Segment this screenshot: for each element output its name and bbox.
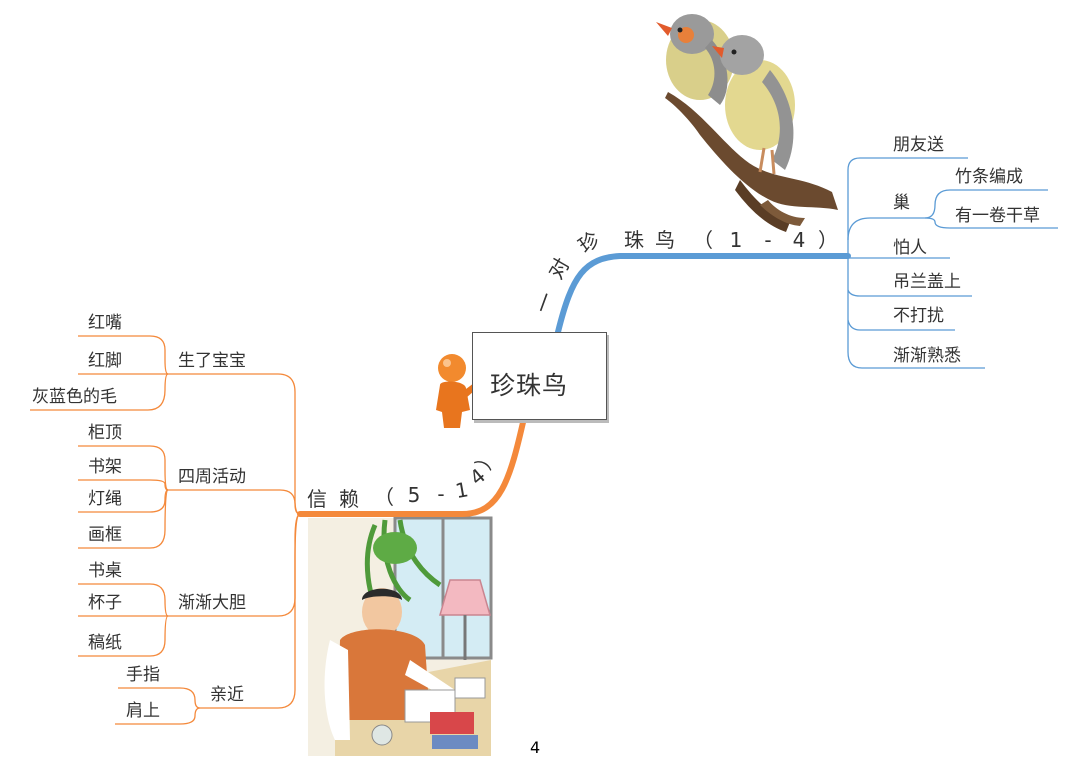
- node-blue-gray-feathers[interactable]: 灰蓝色的毛: [32, 387, 117, 407]
- top-branch-label-glyph: 珠: [624, 228, 644, 252]
- node-nest[interactable]: 巢: [893, 193, 910, 213]
- node-afraid[interactable]: 怕人: [893, 238, 927, 258]
- node-finger[interactable]: 手指: [126, 665, 160, 685]
- node-close[interactable]: 亲近: [210, 685, 244, 705]
- node-babies[interactable]: 生了宝宝: [178, 351, 246, 371]
- node-cover-orchid[interactable]: 吊兰盖上: [893, 272, 961, 292]
- top-branch-label-glyph: 珍: [574, 227, 604, 258]
- node-gradually-familiar[interactable]: 渐渐熟悉: [893, 346, 961, 366]
- top-branch-label-glyph: 对: [544, 254, 575, 283]
- top-branch-label-glyph: ）: [818, 228, 838, 252]
- node-manuscript[interactable]: 稿纸: [88, 633, 122, 653]
- top-branch-label-glyph: 鸟: [655, 228, 675, 252]
- node-red-feet[interactable]: 红脚: [88, 351, 122, 371]
- node-picture-frame[interactable]: 画框: [88, 525, 122, 545]
- top-branch-label-glyph: 1: [730, 228, 743, 252]
- top-subbranch-lines: [847, 157, 1058, 369]
- node-cabinet-top[interactable]: 柜顶: [88, 423, 122, 443]
- bottom-branch-label: 信赖（5-14）: [307, 445, 502, 511]
- bottom-branch-label-glyph: -: [437, 482, 444, 506]
- node-nest-straw[interactable]: 有一卷干草: [955, 206, 1040, 226]
- page-number: 4: [530, 738, 541, 757]
- top-branch-label-glyph: 4: [793, 228, 806, 252]
- bottom-branch-label-glyph: 赖: [339, 487, 359, 511]
- node-desk[interactable]: 书桌: [88, 561, 122, 581]
- central-topic-box[interactable]: [472, 332, 607, 420]
- top-branch-label-glyph: 一: [530, 289, 559, 316]
- top-branch-line: [555, 253, 851, 335]
- node-not-disturb[interactable]: 不打扰: [893, 306, 944, 326]
- bottom-subbranch-lines: [30, 335, 301, 725]
- node-lamp-cord[interactable]: 灯绳: [88, 489, 122, 509]
- bottom-branch-label-glyph: （: [374, 485, 394, 509]
- top-branch-label-glyph: -: [764, 228, 771, 252]
- bottom-branch-line: [297, 415, 527, 517]
- node-bookshelf[interactable]: 书架: [88, 457, 122, 477]
- node-red-beak[interactable]: 红嘴: [88, 313, 122, 333]
- man-at-desk-illustration: [308, 516, 493, 756]
- bottom-branch-label-glyph: 1: [453, 477, 470, 503]
- node-nest-bamboo[interactable]: 竹条编成: [955, 167, 1023, 187]
- node-bolder[interactable]: 渐渐大胆: [178, 593, 246, 613]
- node-cup[interactable]: 杯子: [88, 593, 122, 613]
- node-move-around[interactable]: 四周活动: [178, 467, 246, 487]
- zebra-finch-illustration: [656, 14, 838, 232]
- node-friend-gift[interactable]: 朋友送: [893, 135, 944, 155]
- top-branch-label: 一对珍珠鸟 （ 1-4 ）: [530, 227, 838, 316]
- node-shoulder[interactable]: 肩上: [126, 701, 160, 721]
- top-branch-label-glyph: （: [693, 228, 713, 252]
- central-topic-label: 珍珠鸟: [490, 371, 569, 400]
- bottom-branch-label-glyph: 5: [408, 483, 421, 507]
- bottom-branch-label-glyph: 信: [307, 487, 327, 511]
